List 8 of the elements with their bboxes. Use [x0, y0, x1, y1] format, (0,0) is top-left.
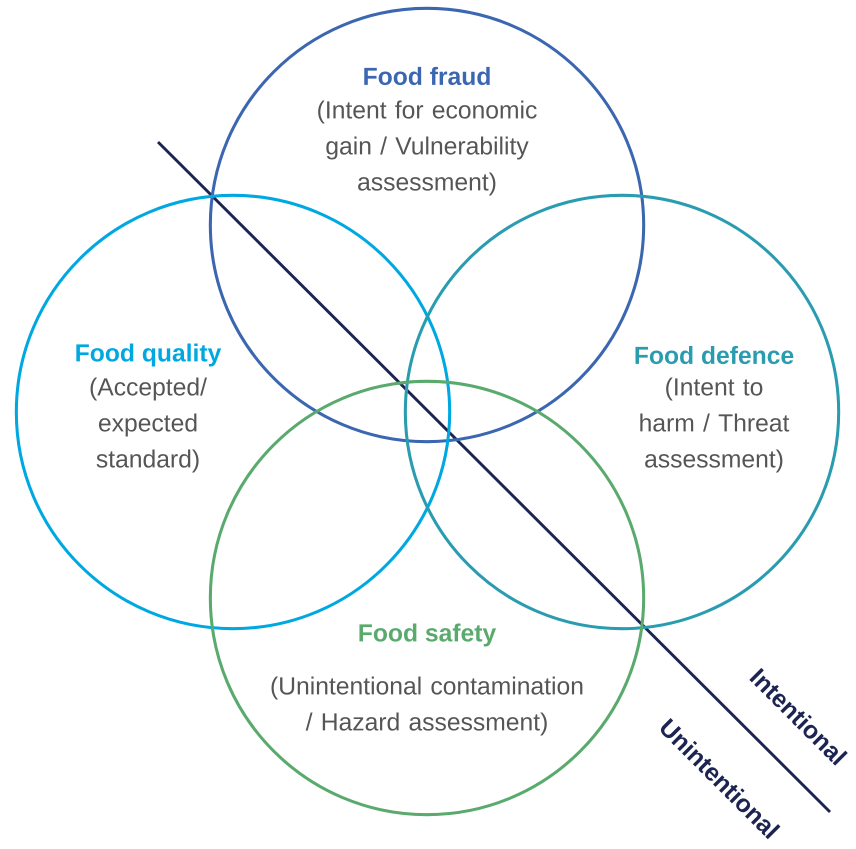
circle-heading: Food quality	[76, 344, 222, 366]
circle-description: (Unintentional contamination / Hazard assessment)	[272, 676, 582, 736]
circle-description: (Intent to harm / Threat assessment)	[640, 378, 790, 472]
circle-heading: Food safety	[359, 624, 496, 646]
circle-description: (Accepted/ expected standard)	[90, 378, 207, 472]
circle-heading: Food defence	[636, 346, 794, 364]
circle-description: (Intent for economic gain / Vulnerability assessment)	[318, 100, 537, 196]
circle-heading: Food fraud	[364, 66, 490, 86]
